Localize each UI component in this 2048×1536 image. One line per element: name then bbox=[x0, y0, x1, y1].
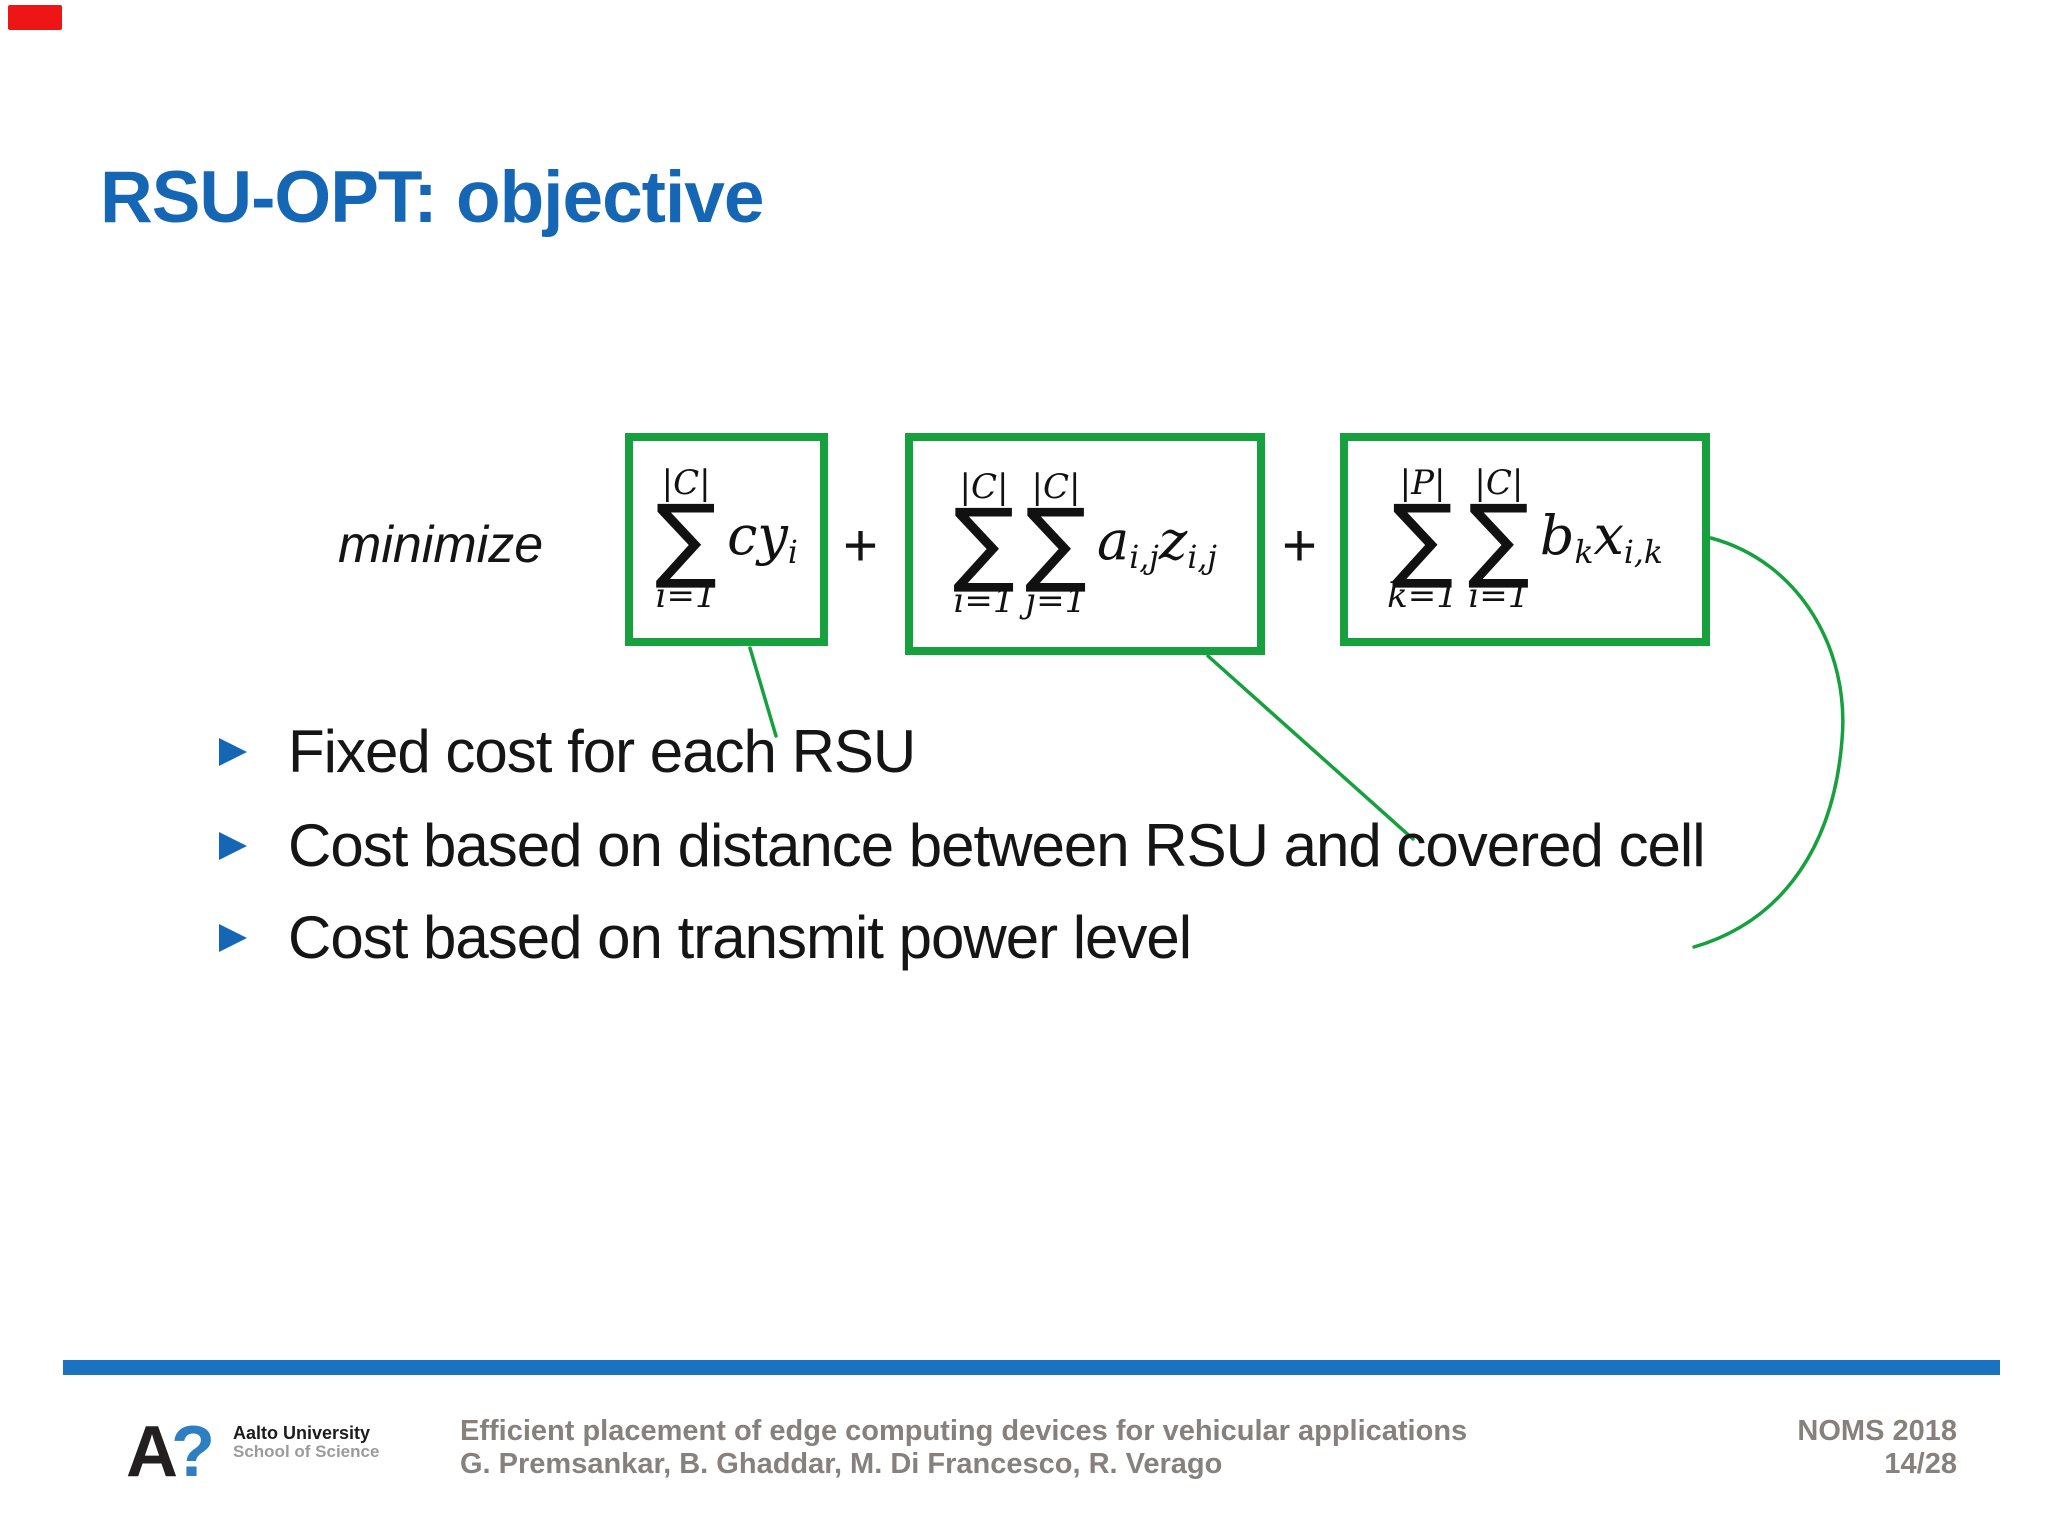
sum-lower-limit: i=1 bbox=[655, 576, 717, 617]
summand-term2: ai,jzi,j bbox=[1097, 513, 1218, 576]
bullet-item-fixed-cost: Fixed cost for each RSU bbox=[219, 718, 916, 785]
bullet-label: Fixed cost for each RSU bbox=[288, 718, 916, 785]
formula-term3-box: |P| ∑ k=1 |C| ∑ i=1 bkxi,k bbox=[1340, 433, 1710, 646]
footer-authors: G. Premsankar, B. Ghaddar, M. Di Frances… bbox=[460, 1448, 1223, 1480]
summand-body: cy bbox=[727, 504, 788, 568]
footer-conference: NOMS 2018 bbox=[1797, 1415, 1957, 1447]
summand-body: b bbox=[1539, 504, 1575, 568]
sigma-icon: ∑ bbox=[1024, 489, 1087, 597]
bullet-item-distance-cost: Cost based on distance between RSU and c… bbox=[219, 812, 1706, 879]
sum-upper-limit: |P| bbox=[1399, 462, 1446, 503]
plus-sign-1: + bbox=[843, 512, 879, 579]
footer-presentation-title: Efficient placement of edge computing de… bbox=[460, 1415, 1468, 1447]
sum-lower-limit: k=1 bbox=[1387, 576, 1458, 617]
aalto-logo: A? bbox=[126, 1416, 215, 1488]
bullet-label: Cost based on distance between RSU and c… bbox=[288, 812, 1706, 879]
summand-subscript: k bbox=[1574, 535, 1594, 572]
bullet-label: Cost based on transmit power level bbox=[288, 904, 1192, 971]
formula-operator: minimize bbox=[338, 516, 544, 574]
bullet-triangle-icon bbox=[219, 832, 247, 860]
summand-body: z bbox=[1158, 508, 1188, 572]
sum-upper-limit: |C| bbox=[661, 462, 711, 503]
sum-upper-limit: |C| bbox=[1474, 462, 1524, 503]
formula-term1-box: |C| ∑ i=1 cyi bbox=[625, 433, 828, 646]
sigma-icon: ∑ bbox=[952, 489, 1015, 597]
footer-page-number: 14/28 bbox=[1884, 1448, 1957, 1480]
sum-term1: |C| ∑ i=1 bbox=[655, 466, 717, 614]
page-title: RSU-OPT: objective bbox=[100, 156, 764, 238]
formula-term2-box: |C| ∑ i=1 |C| ∑ j=1 ai,jzi,j bbox=[905, 433, 1265, 655]
aalto-logo-question: ? bbox=[171, 1412, 215, 1492]
sigma-icon: ∑ bbox=[1391, 484, 1454, 592]
summand-subscript: i,k bbox=[1623, 535, 1663, 572]
sum-term2-outer: |C| ∑ i=1 bbox=[953, 470, 1015, 618]
recording-marker bbox=[8, 5, 62, 30]
aalto-logo-a: A bbox=[126, 1412, 178, 1492]
sigma-icon: ∑ bbox=[655, 484, 718, 592]
sum-term3-outer: |P| ∑ k=1 bbox=[1387, 466, 1458, 614]
sum-lower-limit: j=1 bbox=[1025, 580, 1087, 621]
affiliation-school: School of Science bbox=[233, 1442, 380, 1461]
summand-body: x bbox=[1593, 504, 1624, 568]
summand-body: a bbox=[1096, 508, 1130, 572]
connector-term3-to-bullet3 bbox=[1692, 536, 1845, 949]
sum-term2-inner: |C| ∑ j=1 bbox=[1025, 470, 1087, 618]
bullet-triangle-icon bbox=[219, 738, 247, 766]
affiliation-university: Aalto University bbox=[233, 1423, 371, 1443]
sum-upper-limit: |C| bbox=[959, 467, 1009, 508]
bullet-triangle-icon bbox=[219, 924, 247, 952]
summand-term1: cyi bbox=[727, 509, 798, 569]
summand-subscript: i,j bbox=[1129, 539, 1159, 576]
plus-sign-2: + bbox=[1282, 512, 1318, 579]
summand-subscript: i bbox=[787, 535, 798, 572]
footer-divider-bar bbox=[63, 1360, 2000, 1375]
sigma-icon: ∑ bbox=[1467, 484, 1530, 592]
summand-term3: bkxi,k bbox=[1540, 509, 1663, 569]
sum-lower-limit: i=1 bbox=[1468, 576, 1530, 617]
sum-lower-limit: i=1 bbox=[953, 580, 1015, 621]
sum-term3-inner: |C| ∑ i=1 bbox=[1468, 466, 1530, 614]
summand-subscript: i,j bbox=[1187, 539, 1218, 576]
bullet-item-power-cost: Cost based on transmit power level bbox=[219, 904, 1192, 971]
sum-upper-limit: |C| bbox=[1031, 467, 1081, 508]
